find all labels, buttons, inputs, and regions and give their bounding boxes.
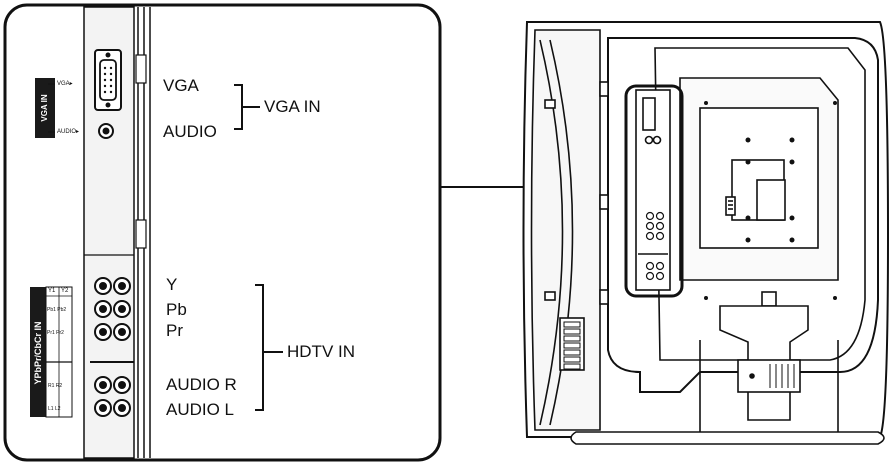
- audio-jack: [98, 123, 114, 139]
- rail-clip: [135, 54, 147, 84]
- vga-in-tag: [35, 78, 55, 138]
- rca-pr1: [94, 323, 112, 341]
- ypbpr-col-2: Y2: [61, 288, 69, 294]
- callout-vga-in-group: VGA IN: [264, 97, 321, 116]
- rca-l1: [94, 399, 112, 417]
- rca-y2: [113, 277, 131, 295]
- ypbpr-row-l: L1 L2: [48, 406, 61, 412]
- stand-ridges: [769, 364, 795, 388]
- vga-jack-text: VGA▸: [57, 81, 73, 87]
- callout-y-label: Y: [166, 275, 178, 294]
- ypbpr-row-r: R1 R2: [48, 383, 63, 389]
- zoomed-panel: [3, 3, 442, 462]
- rca-pr2: [113, 323, 131, 341]
- rca-l2: [113, 399, 131, 417]
- audio-jack-text: AUDIO▸: [57, 129, 80, 135]
- hdtv-bracket: [255, 284, 283, 411]
- callout-audio-r-label: AUDIO R: [166, 375, 237, 394]
- jack-tick-lines: [48, 83, 55, 133]
- ypbpr-row-pb: Pb1 Pb2: [47, 307, 67, 313]
- vga-in-tag-text: VGA IN: [40, 94, 49, 122]
- rear-rca-cluster: [645, 211, 665, 281]
- rca-pb1: [94, 300, 112, 318]
- screw-holes: [704, 101, 837, 300]
- rear-highlight-box: [624, 84, 684, 298]
- ypbpr-tag: [30, 286, 73, 418]
- callout-hdtv-in-group: HDTV IN: [287, 342, 355, 361]
- tv-rear-view: [522, 21, 890, 445]
- ypbpr-col-1: Y1: [48, 288, 56, 294]
- side-buttons: [563, 321, 581, 370]
- callout-vga-audio-label: AUDIO: [163, 122, 217, 141]
- vga-connector: [94, 49, 122, 111]
- callout-audio-l-label: AUDIO L: [166, 400, 235, 419]
- rca-r1: [94, 376, 112, 394]
- rca-y1: [94, 277, 112, 295]
- callout-vga-label: VGA: [163, 76, 199, 95]
- rca-pb2: [113, 300, 131, 318]
- ypbpr-row-pr: Pr1 Pr2: [47, 330, 64, 336]
- rail-clip: [135, 219, 147, 249]
- rca-r2: [113, 376, 131, 394]
- ypbpr-tag-text: YPbPr/CbCr IN: [33, 321, 43, 385]
- callout-pb-label: Pb: [166, 300, 187, 319]
- vga-bracket: [234, 84, 260, 130]
- rca-jacks: [94, 277, 131, 417]
- callout-pr-label: Pr: [166, 321, 183, 340]
